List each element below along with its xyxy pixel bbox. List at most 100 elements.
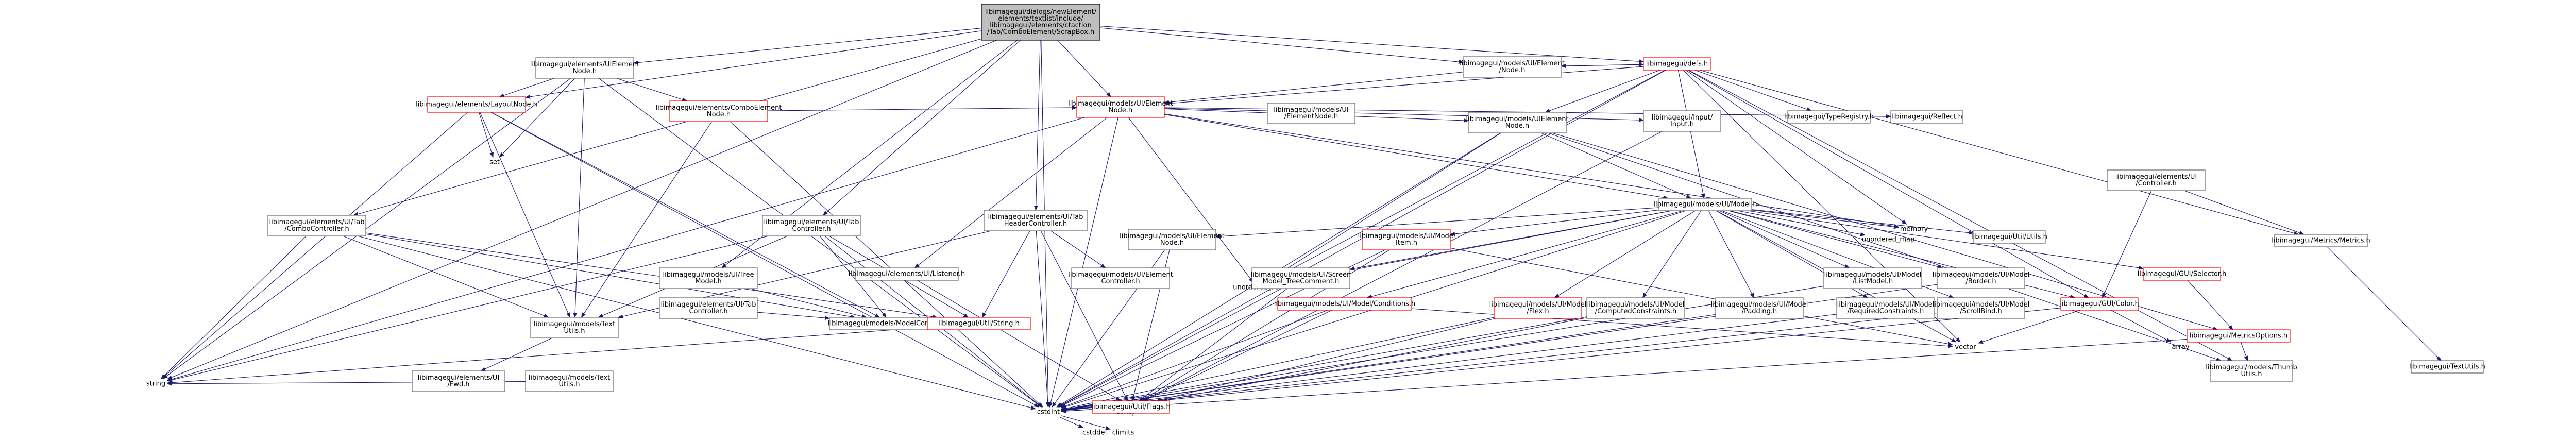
node-box xyxy=(1787,110,1871,124)
include-edge xyxy=(1139,288,1287,401)
graph-node-gui-models-text[interactable]: libimagegui/models/TextUtils.h xyxy=(530,317,619,338)
graph-node-tab-header[interactable]: libimagegui/elements/UI/TabHeaderControl… xyxy=(984,210,1088,231)
include-edge xyxy=(491,112,880,318)
graph-node-model-conditions[interactable]: libimagegui/models/UI/Model/Conditions.h xyxy=(1274,297,1415,311)
node-box xyxy=(427,96,526,113)
graph-node-model-flex[interactable]: libimagegui/models/UI/Model/Flex.h xyxy=(1489,297,1587,319)
include-edge xyxy=(1677,70,1705,199)
graph-node-ui-model[interactable]: libimagegui/models/UI/Model.h xyxy=(1653,198,1757,211)
graph-node-model-padding[interactable]: libimagegui/models/UI/Model/Padding.h xyxy=(1711,297,1808,319)
graph-node-gui-reflect[interactable]: libimagegui/Reflect.h xyxy=(1890,110,1963,124)
graph-node-gui-metricsoptions[interactable]: libimagegui/MetricsOptions.h xyxy=(2187,329,2291,343)
node-label: libimagegui/models/UI/Model xyxy=(1587,301,1685,309)
include-edge xyxy=(1128,117,1254,283)
graph-node-screen-computed[interactable]: libimagegui/models/UI/Model/ComputedCons… xyxy=(1586,297,1685,319)
node-label: /ComputedConstraints.h xyxy=(1595,308,1676,315)
graph-node-model-border[interactable]: libimagegui/models/UI/Model/Border.h xyxy=(1933,267,2030,289)
node-label: libimagegui/TextUtils.h xyxy=(2409,363,2485,371)
node-label: libimagegui/models/UI/Screen xyxy=(1251,271,1351,279)
include-edge xyxy=(1748,210,2144,270)
graph-node-gui-input[interactable]: libimagegui/Input/Input.h xyxy=(1643,110,1721,132)
node-box xyxy=(1937,297,2025,319)
graph-node-abstract-element[interactable]: libimagegui/models/UI/ElementNode.h xyxy=(1120,229,1225,250)
include-edge xyxy=(365,232,938,319)
node-box xyxy=(1468,112,1567,133)
include-edge xyxy=(1687,70,2089,298)
graph-node-root[interactable]: libimagegui/dialogs/newElement/elements/… xyxy=(981,4,1100,41)
node-label: libimagegui/GUI/Color.h xyxy=(2060,300,2139,308)
include-edge xyxy=(1978,310,2081,344)
graph-node-gui-listen[interactable]: libimagegui/elements/UI/Listener.h xyxy=(849,267,965,281)
include-edge xyxy=(822,40,1021,216)
node-label: Utils.h xyxy=(564,327,585,335)
graph-node-gui-selector[interactable]: libimagegui/GUI/Selector.h xyxy=(2138,267,2227,281)
include-edge xyxy=(1057,288,1282,408)
node-box xyxy=(927,317,1031,330)
graph-node-libimageguitypes[interactable]: libimagegui/TextUtils.h xyxy=(2409,360,2485,374)
node-label: set xyxy=(489,159,500,166)
node-label: libimagegui/models/UI/Model xyxy=(1358,232,1455,240)
graph-node-gui-controller[interactable]: libimagegui/elements/UI/Controller.h xyxy=(2107,169,2206,191)
node-box xyxy=(1836,297,1935,319)
include-edge xyxy=(1688,70,2233,361)
graph-node-layout-node[interactable]: libimagegui/elements/LayoutNode.h xyxy=(416,96,537,113)
include-edge xyxy=(167,235,769,382)
include-edge xyxy=(1699,70,2299,235)
include-edge xyxy=(1450,210,1659,236)
include-edge xyxy=(2184,190,2305,235)
node-box xyxy=(1071,267,1170,289)
graph-node-tab-combo[interactable]: libimagegui/elements/UI/Tab/ComboControl… xyxy=(267,215,366,236)
graph-node-uimodel-node[interactable]: libimagegui/models/UI/ElementNode.h xyxy=(1068,96,1173,118)
node-label: libimagegui/elements/ComboElement xyxy=(656,104,782,112)
node-box xyxy=(855,267,959,281)
include-edge xyxy=(1685,70,1907,225)
node-label: libimagegui/models/UIElement xyxy=(1466,115,1568,123)
graph-node-gui-util-string[interactable]: libimagegui/Util/String.h xyxy=(927,317,1031,330)
graph-node-gui-elements-fwd[interactable]: libimagegui/elements/UI/Fwd.h xyxy=(412,370,505,392)
graph-node-gui-list-model[interactable]: libimagegui/models/UI/Model/ListModel.h xyxy=(1823,267,1922,289)
graph-node-gui-metrics[interactable]: libimagegui/Metrics/Metrics.h xyxy=(2272,234,2370,247)
graph-node-gui-models-utils[interactable]: libimagegui/models/TextUtils.h xyxy=(525,370,614,392)
node-label: libimagegui/models/UI/Model/Conditions.h xyxy=(1274,300,1415,308)
node-label: /Fwd.h xyxy=(447,381,469,388)
graph-node-gui-defs[interactable]: libimagegui/defs.h xyxy=(1643,57,1711,71)
node-box xyxy=(1251,267,1350,289)
graph-node-gui-uimodel-b[interactable]: libimagegui/models/UI/ElementNode.h xyxy=(1267,103,1355,124)
graph-node-gui-misc-utils[interactable]: libimagegui/Util/Utils.h xyxy=(1971,230,2047,244)
include-edge xyxy=(1099,25,1644,64)
graph-node-gui-type-registry[interactable]: libimagegui/TypeRegistry.h xyxy=(1784,110,1874,124)
include-edge xyxy=(167,40,997,380)
node-label: /Border.h xyxy=(1965,278,1996,285)
include-edge xyxy=(1033,40,1041,211)
node-label: /Tab/ComboElement/ScrapBox.h xyxy=(987,28,1094,36)
graph-node-screen-model[interactable]: libimagegui/models/UI/ScreenModel_TreeCo… xyxy=(1251,267,1351,289)
include-edge xyxy=(1164,114,1669,200)
node-box xyxy=(2143,267,2221,281)
graph-node-model-required[interactable]: libimagegui/models/UI/Model/RequiredCons… xyxy=(1836,297,1935,319)
graph-node-climits: climits xyxy=(1112,429,1134,437)
include-edge xyxy=(1061,316,1587,411)
node-label: Utils.h xyxy=(559,381,580,388)
graph-node-model-scrollbind[interactable]: libimagegui/models/UI/Model/ScrollBind.h xyxy=(1933,297,2030,319)
node-box xyxy=(2060,297,2139,311)
node-box xyxy=(1643,110,1721,132)
include-edge xyxy=(1366,210,1683,299)
graph-node-gui-util-flags[interactable]: libimagegui/Util/Flags.h xyxy=(1091,400,1171,414)
node-label: libimagegui/models/UI/Element xyxy=(1068,100,1173,108)
graph-node-gui-models-a[interactable]: libimagegui/models/UI/Element/Node.h xyxy=(1460,56,1565,78)
include-edge xyxy=(1215,207,1659,239)
graph-node-elements-ctrl[interactable]: libimagegui/models/UI/ElementController.… xyxy=(1068,267,1173,289)
node-label: libimagegui/models/UI/Element xyxy=(1120,232,1225,240)
include-edge xyxy=(598,78,1042,408)
include-edge xyxy=(162,78,571,379)
graph-node-gui-color[interactable]: libimagegui/GUI/Color.h xyxy=(2060,297,2139,311)
include-edge xyxy=(1737,210,1866,236)
